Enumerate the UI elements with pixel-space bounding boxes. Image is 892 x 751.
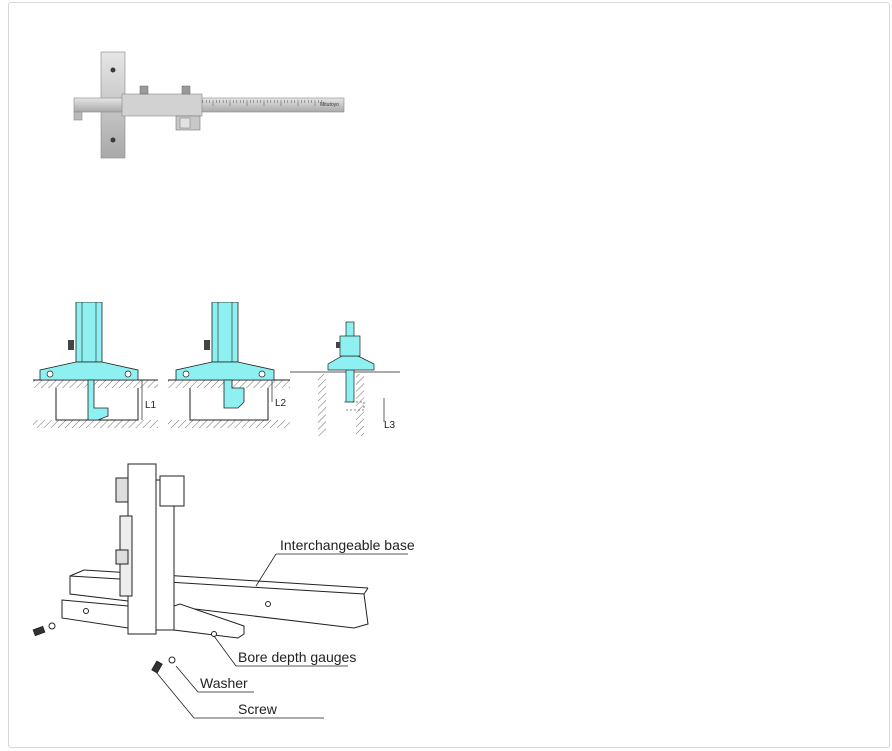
assembly-drawing: Interchangeable base Bore depth gauges W… [24, 456, 414, 728]
label-l2: L2 [275, 398, 287, 409]
diagram-l1: L1 [33, 302, 158, 428]
label-interchangeable-base: Interchangeable base [280, 537, 414, 553]
diagram-l2: L2 [168, 302, 290, 428]
label-screw: Screw [238, 701, 278, 717]
label-l3: L3 [384, 420, 396, 431]
measurement-diagrams: L1 L2 [28, 302, 404, 442]
brand-label: Mitutoyo [320, 102, 339, 108]
diagram-l3: L3 [290, 321, 400, 436]
label-washer: Washer [200, 675, 248, 691]
depth-gauge-photo: Mitutoyo [72, 50, 352, 162]
label-l1: L1 [145, 400, 157, 411]
label-bore-depth-gauges: Bore depth gauges [238, 649, 356, 665]
